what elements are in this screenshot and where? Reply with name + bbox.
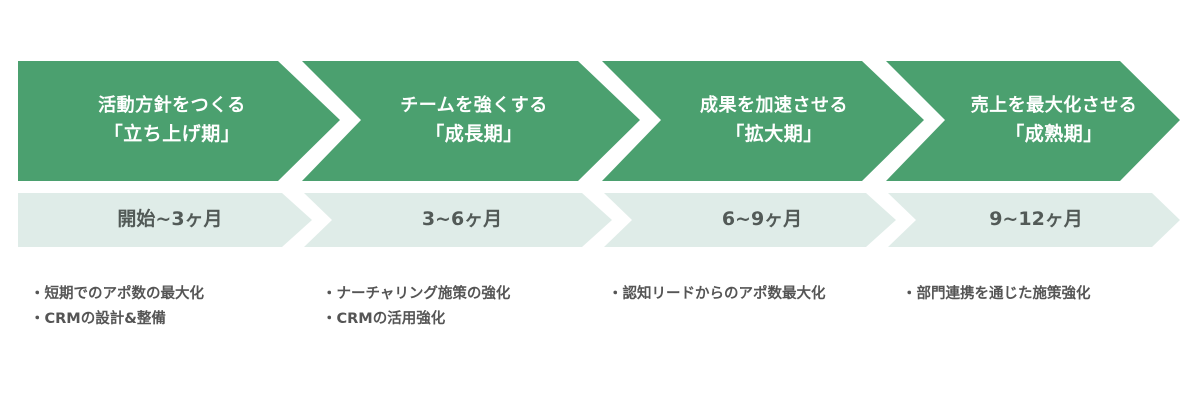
phase-2-period: 3~6ヶ月 bbox=[421, 208, 503, 230]
phase-4-name: 「成熟期」 bbox=[1005, 123, 1103, 145]
phase-4-title: 売上を最大化させる 「成熟期」 bbox=[910, 92, 1198, 156]
phase-3-subtitle: 成果を加速させる bbox=[700, 95, 848, 116]
period-2-chevron bbox=[304, 193, 612, 247]
phase-4-bullets: ・部門連携を通じた施策強化 bbox=[902, 282, 1091, 307]
phase-1-name: 「立ち上げ期」 bbox=[103, 123, 241, 145]
phase-1-subtitle: 活動方針をつくる bbox=[98, 95, 246, 116]
phase-2-chevron bbox=[302, 61, 640, 181]
phase-1-bullets: ・短期でのアポ数の最大化 ・CRMの設計&整備 bbox=[30, 282, 204, 332]
phase-4-chevron bbox=[886, 61, 1180, 181]
phase-1-chevron bbox=[18, 61, 340, 181]
bullet-item: ・ナーチャリング施策の強化 bbox=[322, 286, 511, 302]
bullet-item: ・認知リードからのアポ数最大化 bbox=[608, 286, 826, 302]
phase-2-bullets: ・ナーチャリング施策の強化 ・CRMの活用強化 bbox=[322, 282, 510, 332]
phase-2-title: チームを強くする 「成長期」 bbox=[330, 92, 618, 156]
period-3-chevron bbox=[604, 193, 896, 247]
phase-1-period: 開始~3ヶ月 bbox=[117, 208, 223, 230]
period-4-chevron bbox=[888, 193, 1180, 247]
phase-2-name: 「成長期」 bbox=[425, 123, 523, 145]
phase-3-chevron bbox=[602, 61, 924, 181]
phase-4-period: 9~12ヶ月 bbox=[989, 208, 1083, 230]
phase-1-title: 活動方針をつくる 「立ち上げ期」 bbox=[28, 92, 316, 156]
phase-2-subtitle: チームを強くする bbox=[400, 95, 548, 116]
period-1-chevron bbox=[18, 193, 312, 247]
bullet-item: ・短期でのアポ数の最大化 bbox=[30, 286, 204, 302]
bullet-item: ・CRMの設計&整備 bbox=[30, 311, 166, 327]
phase-3-period: 6~9ヶ月 bbox=[721, 208, 803, 230]
bullet-item: ・部門連携を通じた施策強化 bbox=[902, 286, 1091, 302]
phase-3-bullets: ・認知リードからのアポ数最大化 bbox=[608, 282, 826, 307]
phase-4-subtitle: 売上を最大化させる bbox=[970, 95, 1138, 116]
phase-3-title: 成果を加速させる 「拡大期」 bbox=[630, 92, 918, 156]
phase-3-name: 「拡大期」 bbox=[725, 123, 823, 145]
bullet-item: ・CRMの活用強化 bbox=[322, 311, 446, 327]
